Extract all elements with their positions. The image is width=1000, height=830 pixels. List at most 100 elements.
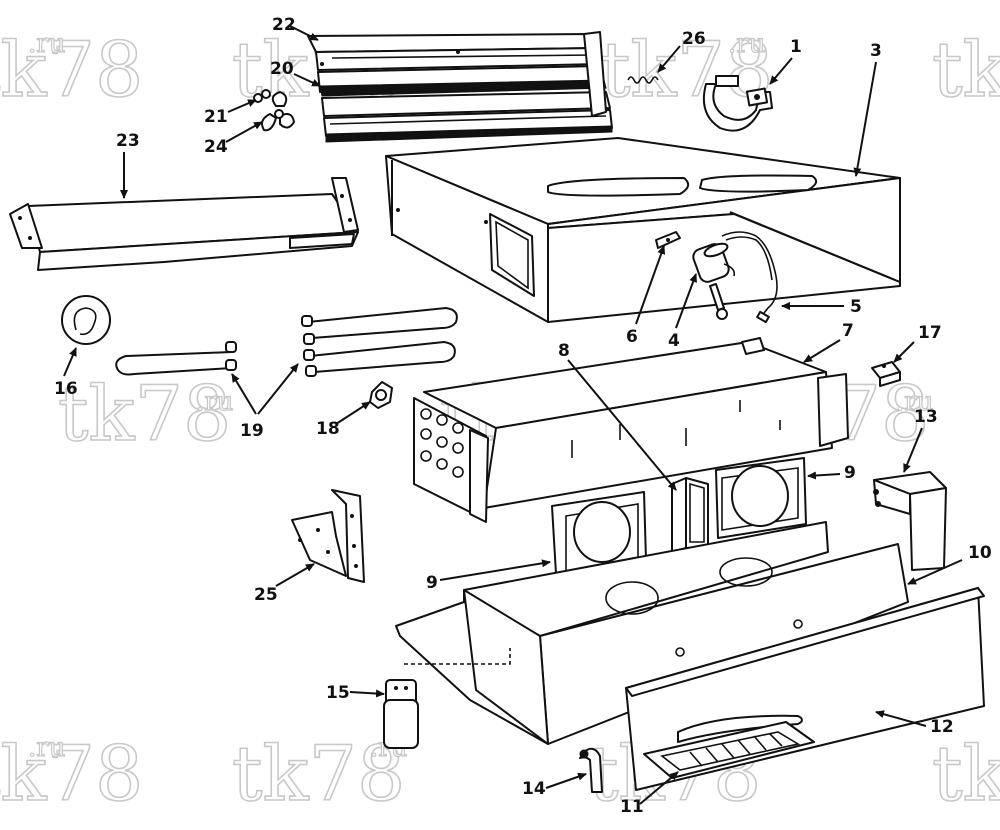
core-fin-marks <box>571 400 781 458</box>
callout-5: 5 <box>781 297 862 317</box>
svg-text:6: 6 <box>626 327 638 347</box>
long-bracket-part <box>9 177 359 271</box>
svg-text:15: 15 <box>326 683 350 703</box>
watermark-bottom-left: tk78 .ru <box>0 728 144 819</box>
hose-pair-right-part <box>301 307 458 377</box>
svg-text:4: 4 <box>668 331 680 351</box>
callout-26: 26 <box>657 29 706 73</box>
callout-3: 3 <box>853 41 882 177</box>
callout-24: 24 <box>204 121 263 157</box>
svg-text:3: 3 <box>870 41 882 61</box>
evaporator-core-part <box>413 337 849 523</box>
svg-text:20: 20 <box>270 59 294 79</box>
svg-text:1: 1 <box>790 37 802 57</box>
svg-text:.ru: .ru <box>196 387 233 417</box>
svg-text:22: 22 <box>272 15 296 35</box>
blower-plate-left-part <box>551 491 647 575</box>
callout-1: 1 <box>769 37 802 85</box>
relay-part <box>871 361 901 387</box>
callout-12: 12 <box>875 710 954 737</box>
svg-text:10: 10 <box>968 543 992 563</box>
svg-text:tk78: tk78 <box>932 25 1000 114</box>
watermark-bottom-far-right: tk78 <box>931 728 1000 819</box>
svg-text:tk78: tk78 <box>932 729 1000 818</box>
svg-text:26: 26 <box>682 29 706 49</box>
callout-23: 23 <box>116 131 140 199</box>
svg-text:24: 24 <box>204 137 228 157</box>
svg-text:.ru: .ru <box>896 387 933 417</box>
svg-text:18: 18 <box>316 419 340 439</box>
callout-4: 4 <box>668 273 697 351</box>
svg-text:.ru: .ru <box>28 29 65 59</box>
watermark-top-right: tk78 .ru <box>599 24 774 115</box>
clamp-part <box>702 75 773 132</box>
svg-text:9: 9 <box>426 573 438 593</box>
bracket-small-part <box>655 231 681 249</box>
watermark-top-far-right: tk78 <box>931 24 1000 115</box>
svg-text:21: 21 <box>204 107 228 127</box>
hose-long-left-part <box>115 341 237 376</box>
svg-text:9: 9 <box>844 463 856 483</box>
callout-8: 8 <box>558 341 677 491</box>
callout-14: 14 <box>522 772 587 799</box>
watermark-bottom-center: tk78 .ru <box>231 728 408 819</box>
callout-9-left: 9 <box>426 559 551 593</box>
top-grille-assembly <box>307 31 613 143</box>
svg-text:19: 19 <box>240 421 264 441</box>
svg-text:13: 13 <box>914 407 938 427</box>
watermark-middle-left: tk78 .ru <box>57 368 234 459</box>
callout-16: 16 <box>54 347 78 399</box>
callout-20: 20 <box>270 59 321 87</box>
svg-text:tk78: tk78 <box>0 25 143 114</box>
blower-plate-right-part <box>715 457 807 539</box>
svg-text:23: 23 <box>116 131 140 151</box>
callout-10: 10 <box>907 543 992 585</box>
grommet-part <box>369 381 393 409</box>
drain-hose-part <box>579 747 603 793</box>
capillary-tube-part <box>721 231 778 324</box>
callout-21: 21 <box>204 99 257 127</box>
fan-blade-part <box>261 91 295 132</box>
divider-part <box>671 477 709 553</box>
grille-hatching <box>689 733 783 767</box>
svg-text:5: 5 <box>850 297 862 317</box>
svg-text:17: 17 <box>918 323 942 343</box>
callout-17: 17 <box>893 323 942 363</box>
watermark-top-left: tk78 .ru <box>0 24 144 115</box>
svg-text:11: 11 <box>620 797 644 817</box>
callout-6: 6 <box>626 245 666 347</box>
hose-clip-part <box>61 295 111 345</box>
callout-13: 13 <box>903 407 938 473</box>
svg-text:.ru: .ru <box>728 29 765 59</box>
callouts: 22 20 21 24 26 1 3 23 6 4 5 7 8 17 16 <box>54 15 992 817</box>
svg-text:.ru: .ru <box>28 733 65 763</box>
core-tube-ends <box>420 408 464 478</box>
svg-text:tk78: tk78 <box>600 25 773 114</box>
callout-18: 18 <box>316 401 371 439</box>
svg-text:7: 7 <box>842 321 854 341</box>
svg-text:16: 16 <box>54 379 78 399</box>
svg-text:tk78: tk78 <box>0 729 143 818</box>
svg-text:8: 8 <box>558 341 570 361</box>
callout-19: 19 <box>231 363 299 441</box>
svg-text:14: 14 <box>522 779 546 799</box>
callout-11: 11 <box>620 771 679 817</box>
callout-15: 15 <box>326 683 385 703</box>
filter-grille-part <box>643 721 815 779</box>
callout-7: 7 <box>803 321 854 363</box>
spring-part <box>627 76 659 84</box>
callout-22: 22 <box>272 15 319 41</box>
callout-9-right: 9 <box>807 463 856 483</box>
svg-text:tk78: tk78 <box>58 369 231 458</box>
svg-text:12: 12 <box>930 717 954 737</box>
svg-text:25: 25 <box>254 585 278 605</box>
callout-25: 25 <box>254 563 315 605</box>
thermostat-part <box>692 242 736 320</box>
top-cover-part <box>385 137 901 323</box>
drain-valve-part <box>383 679 419 749</box>
duct-elbow-part <box>873 471 947 571</box>
svg-text:tk78: tk78 <box>232 729 405 818</box>
mounting-bracket-part <box>291 489 365 583</box>
